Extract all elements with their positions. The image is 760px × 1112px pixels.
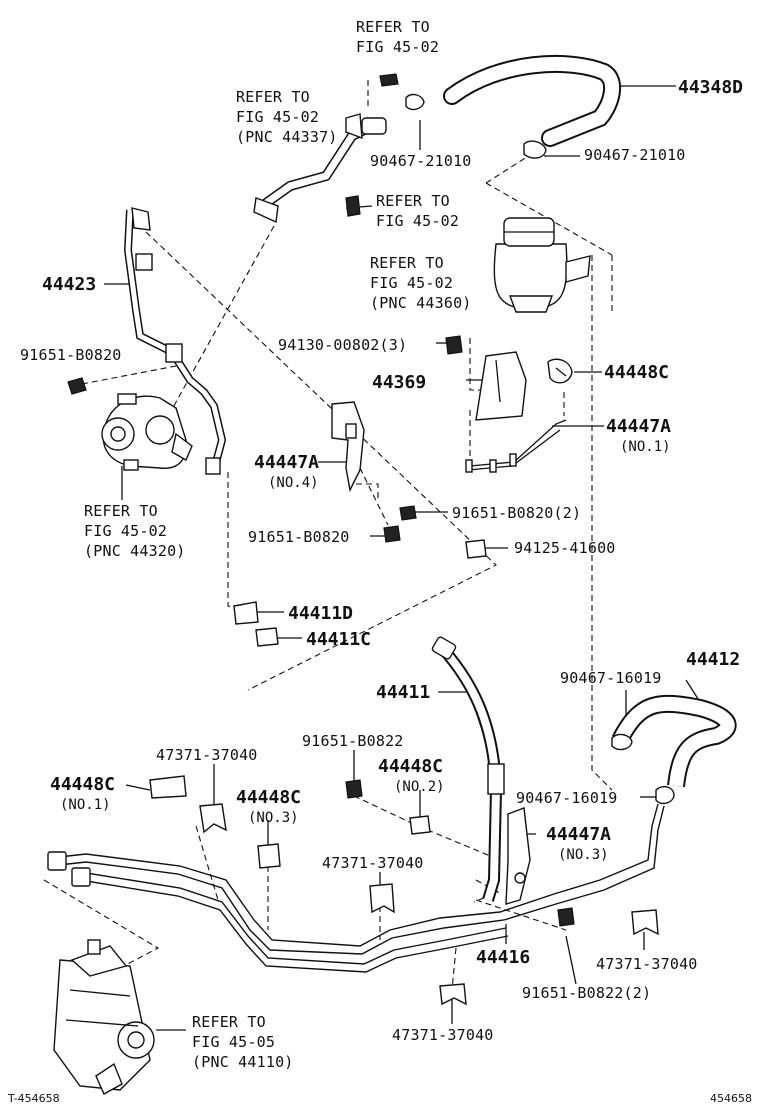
note-no1-a: (NO.1) xyxy=(620,439,671,455)
refer-d-line1: REFER TO xyxy=(370,254,444,272)
part-44411d: 44411D xyxy=(288,603,353,624)
part-44348d: 44348D xyxy=(678,77,743,98)
refer-f-line1: REFER TO xyxy=(192,1013,266,1031)
pipe-44423 xyxy=(123,207,227,475)
refer-e-line1: REFER TO xyxy=(84,502,158,520)
part-labels: REFER TO FIG 45-02 44348D REFER TO FIG 4… xyxy=(7,18,752,1105)
fasteners xyxy=(67,73,675,1006)
gear-box xyxy=(53,939,155,1095)
refer-d-line3: (PNC 44360) xyxy=(370,294,472,312)
refer-b-line1: REFER TO xyxy=(236,88,310,106)
part-44448c-a: 44448C xyxy=(604,362,669,383)
part-47371-37040-d: 47371-37040 xyxy=(392,1026,494,1044)
part-94125-41600: 94125-41600 xyxy=(514,539,616,557)
part-44447a-b: 44447A xyxy=(254,452,319,473)
return-tube-44416 xyxy=(47,803,665,973)
pressure-hose-44411 xyxy=(431,636,505,902)
part-47371-37040-c: 47371-37040 xyxy=(596,955,698,973)
note-no2: (NO.2) xyxy=(394,779,445,795)
part-91651-b0822-a: 91651-B0822 xyxy=(302,732,404,750)
part-44448c-d: 44448C xyxy=(378,756,443,777)
clamp-44448c-upper xyxy=(547,358,573,384)
refer-a-line2: FIG 45-02 xyxy=(356,38,439,56)
refer-c-line1: REFER TO xyxy=(376,192,450,210)
pipe-44337 xyxy=(253,113,387,224)
footer-right-code: 454658 xyxy=(710,1092,752,1105)
part-90467-16019-b: 90467-16019 xyxy=(516,789,618,807)
refer-f-line3: (PNC 44110) xyxy=(192,1053,294,1071)
part-90467-21010-b: 90467-21010 xyxy=(584,146,686,164)
refer-f-line2: FIG 45-05 xyxy=(192,1033,275,1051)
part-90467-16019-a: 90467-16019 xyxy=(560,669,662,687)
dashed-reference-lines xyxy=(43,80,643,991)
part-44369: 44369 xyxy=(372,372,426,393)
bracket-44447a-no3 xyxy=(505,807,531,905)
refer-c-line2: FIG 45-02 xyxy=(376,212,459,230)
part-91651-b0820-b: 91651-B0820 xyxy=(248,528,350,546)
note-no3-a: (NO.3) xyxy=(248,810,299,826)
return-hose-44412 xyxy=(611,694,737,788)
hose-44348d xyxy=(443,54,622,147)
part-44448c-b: 44448C xyxy=(50,774,115,795)
part-44448c-c: 44448C xyxy=(236,787,301,808)
part-91651-b0822-2: 91651-B0822(2) xyxy=(522,984,651,1002)
refer-b-line3: (PNC 44337) xyxy=(236,128,338,146)
refer-b-line2: FIG 45-02 xyxy=(236,108,319,126)
part-44411c: 44411C xyxy=(306,629,371,650)
part-44447a-a: 44447A xyxy=(606,416,671,437)
footer-left-code: T-454658 xyxy=(7,1092,60,1105)
refer-d-line2: FIG 45-02 xyxy=(370,274,453,292)
refer-a-line1: REFER TO xyxy=(356,18,430,36)
refer-e-line3: (PNC 44320) xyxy=(84,542,186,560)
reservoir xyxy=(493,217,591,313)
part-47371-37040-b: 47371-37040 xyxy=(322,854,424,872)
part-91651-b0820-2: 91651-B0820(2) xyxy=(452,504,581,522)
note-no4: (NO.4) xyxy=(268,475,319,491)
part-44447a-c: 44447A xyxy=(546,824,611,845)
part-91651-b0820-a: 91651-B0820 xyxy=(20,346,122,364)
note-no3-b: (NO.3) xyxy=(558,847,609,863)
pump xyxy=(101,393,193,471)
part-47371-37040-a: 47371-37040 xyxy=(156,746,258,764)
bracket-44369 xyxy=(465,351,567,473)
note-no1-b: (NO.1) xyxy=(60,797,111,813)
part-90467-21010-a: 90467-21010 xyxy=(370,152,472,170)
part-44423: 44423 xyxy=(42,274,96,295)
bracket-44447a-no4 xyxy=(331,401,365,493)
part-44412: 44412 xyxy=(686,649,740,670)
part-44411: 44411 xyxy=(376,682,430,703)
part-44416: 44416 xyxy=(476,947,530,968)
leader-lines xyxy=(104,85,701,1031)
part-94130-00802: 94130-00802(3) xyxy=(278,336,407,354)
refer-e-line2: FIG 45-02 xyxy=(84,522,167,540)
